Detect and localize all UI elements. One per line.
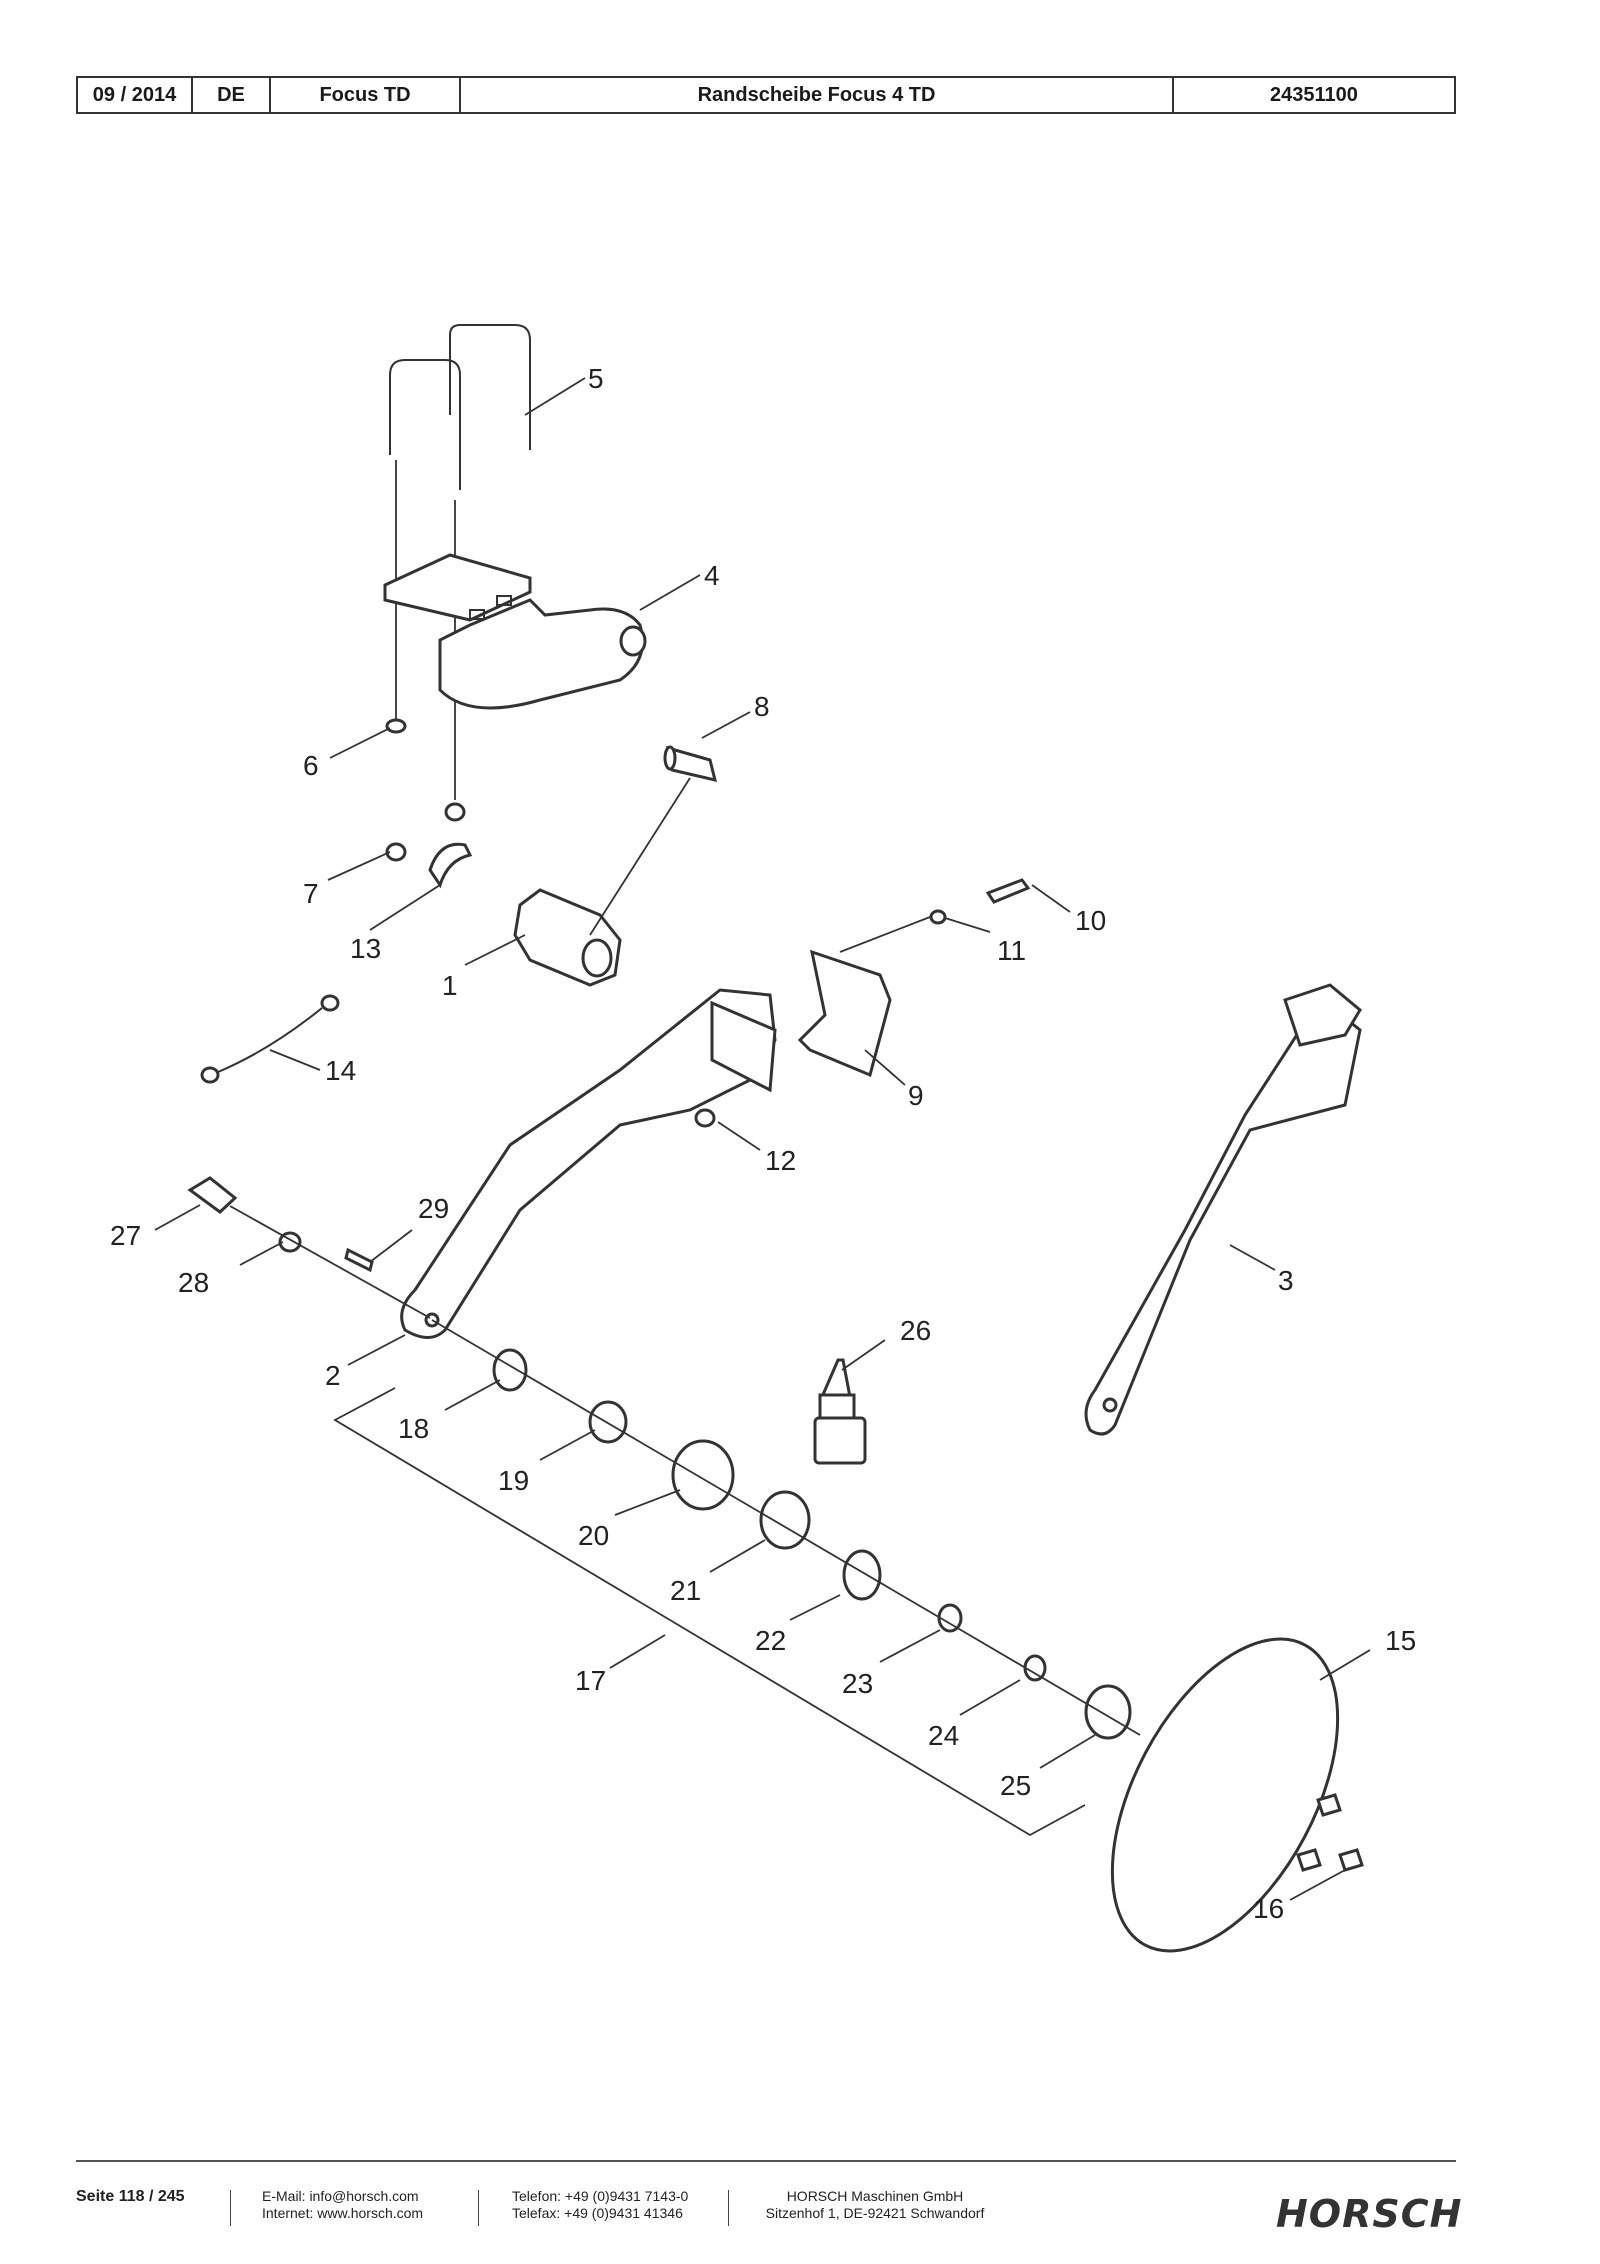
part-20-flange xyxy=(671,1439,735,1511)
part-24-circlip xyxy=(1023,1654,1047,1682)
part-10-bolt xyxy=(985,878,1031,904)
callout-leaders xyxy=(154,377,1371,1901)
part-15-disc xyxy=(1110,1637,1340,1953)
callout-17: 17 xyxy=(575,1665,606,1696)
part-8-pin xyxy=(589,745,718,936)
callout-8: 8 xyxy=(754,691,770,722)
footer-separator xyxy=(478,2190,479,2226)
part-nut-top xyxy=(444,802,466,822)
page-number: Seite 118 / 245 xyxy=(76,2188,185,2205)
callout-13: 13 xyxy=(350,933,381,964)
callout-4: 4 xyxy=(704,560,720,591)
callout-25: 25 xyxy=(1000,1770,1031,1801)
part-7-nut xyxy=(385,842,407,862)
horsch-logo: HORSCH xyxy=(1276,2192,1463,2236)
callout-18: 18 xyxy=(398,1413,429,1444)
footer-email: E-Mail: info@horsch.com xyxy=(262,2188,419,2204)
callout-7: 7 xyxy=(303,878,319,909)
callout-12: 12 xyxy=(765,1145,796,1176)
callout-9: 9 xyxy=(908,1080,924,1111)
part-3-arm xyxy=(1084,983,1362,1436)
callout-labels: 5 4 6 7 8 13 1 10 11 9 12 14 3 26 29 27 … xyxy=(110,363,1416,1924)
callout-28: 28 xyxy=(178,1267,209,1298)
part-18-axle xyxy=(492,1348,528,1392)
footer-address: Sitzenhof 1, DE-92421 Schwandorf xyxy=(765,2205,985,2221)
footer-contact-web: E-Mail: info@horsch.com Internet: www.ho… xyxy=(262,2188,423,2222)
callout-5: 5 xyxy=(588,363,604,394)
group-17-bracket xyxy=(333,1387,1086,1837)
part-2-arm xyxy=(400,988,777,1339)
footer-phone: Telefon: +49 (0)9431 7143-0 xyxy=(512,2188,689,2204)
footer-separator xyxy=(230,2190,231,2226)
footer-separator xyxy=(728,2190,729,2226)
callout-11: 11 xyxy=(997,935,1026,966)
callout-3: 3 xyxy=(1278,1265,1294,1296)
callout-29: 29 xyxy=(418,1193,449,1224)
footer-fax: Telefax: +49 (0)9431 41346 xyxy=(512,2205,683,2221)
header-title: Randscheibe Focus 4 TD xyxy=(461,78,1174,112)
callout-1: 1 xyxy=(442,970,458,1001)
callout-14: 14 xyxy=(325,1055,356,1086)
part-11-washer xyxy=(929,909,947,925)
part-21-bearing xyxy=(759,1490,811,1550)
callout-24: 24 xyxy=(928,1720,959,1751)
part-22-oring xyxy=(842,1549,882,1601)
callout-2: 2 xyxy=(325,1360,341,1391)
part-1-pivot-hub xyxy=(513,888,622,987)
part-19-seal xyxy=(588,1400,628,1444)
footer-rule xyxy=(76,2160,1456,2162)
header-date: 09 / 2014 xyxy=(78,78,193,112)
callout-27: 27 xyxy=(110,1220,141,1251)
part-9-plate xyxy=(797,949,892,1078)
callout-20: 20 xyxy=(578,1520,609,1551)
part-14-cable xyxy=(200,994,340,1084)
header-part-number: 24351100 xyxy=(1270,83,1358,106)
part-4-bracket xyxy=(383,553,647,710)
part-13-clamp xyxy=(428,842,473,889)
header-model: Focus TD xyxy=(271,78,461,112)
callout-21: 21 xyxy=(670,1575,701,1606)
part-27-bolt xyxy=(187,1176,238,1214)
part-23-washer xyxy=(937,1603,963,1633)
part-12-nut xyxy=(694,1108,716,1128)
part-29-pin xyxy=(344,1247,374,1273)
footer-company: HORSCH Maschinen GmbH xyxy=(786,2188,964,2204)
header-table: 09 / 2014 DE Focus TD Randscheibe Focus … xyxy=(76,76,1456,114)
callout-19: 19 xyxy=(498,1465,529,1496)
header-language: DE xyxy=(193,78,271,112)
footer-contact-phone: Telefon: +49 (0)9431 7143-0 Telefax: +49… xyxy=(512,2188,688,2222)
callout-26: 26 xyxy=(900,1315,931,1346)
callout-15: 15 xyxy=(1385,1625,1416,1656)
callout-16: 16 xyxy=(1253,1893,1284,1924)
part-6-washer xyxy=(385,718,407,734)
part-16-bolts xyxy=(1296,1793,1364,1872)
part-26-adhesive-bottle xyxy=(813,1358,867,1465)
callout-6: 6 xyxy=(303,750,319,781)
callout-10: 10 xyxy=(1075,905,1106,936)
part-25-cap xyxy=(1084,1684,1132,1740)
footer-company-block: HORSCH Maschinen GmbH Sitzenhof 1, DE-92… xyxy=(760,2188,990,2222)
callout-23: 23 xyxy=(842,1668,873,1699)
footer-internet: Internet: www.horsch.com xyxy=(262,2205,424,2221)
callout-22: 22 xyxy=(755,1625,786,1656)
